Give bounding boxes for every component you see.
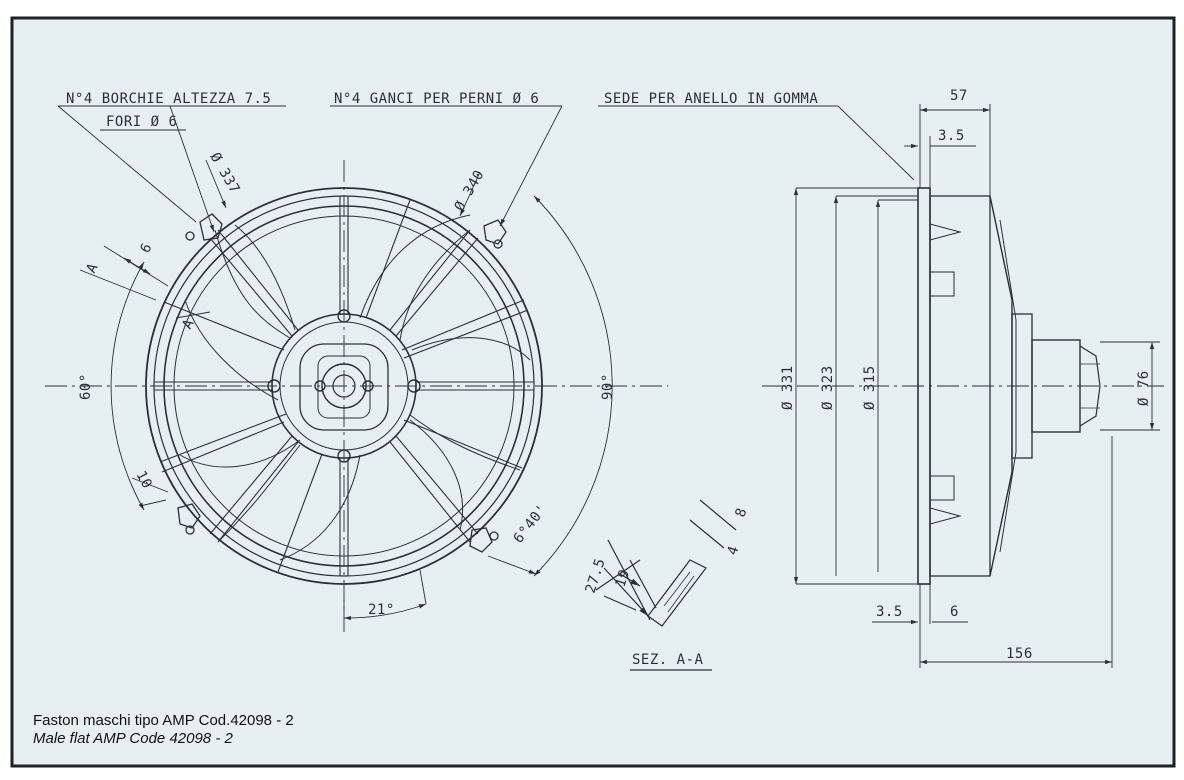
note-bosses: N°4 BORCHIE ALTEZZA 7.5 [66,91,271,107]
side-view-dimensions [598,104,1160,668]
dim-57: 57 [950,88,968,104]
fan-side-view [762,187,1164,585]
angle-21: 21° [368,602,395,618]
caption-english: Male flat AMP Code 42098 - 2 [33,730,233,747]
note-hooks: N°4 GANCI PER PERNI Ø 6 [334,91,539,107]
dim-19: 19 [613,567,634,589]
angle-90: 90° [600,373,616,400]
section-a-a [595,499,737,671]
angle-60: 60° [78,373,94,400]
dim-6-bottom: 6 [950,604,959,620]
caption-italian: Faston maschi tipo AMP Cod.42098 - 2 [33,712,294,729]
note-seat: SEDE PER ANELLO IN GOMMA [604,91,818,107]
drawing-frame [10,16,1176,768]
dim-dia-323: Ø 323 [820,365,836,410]
note-holes: FORI Ø 6 [106,114,177,130]
dim-10-front: 10 [132,468,155,491]
dim-3-5-top: 3.5 [938,128,965,144]
dim-3-5-bottom: 3.5 [876,604,903,620]
fan-front-view [45,160,668,610]
front-view-dimensions [57,105,613,632]
outer-shroud-ring [145,187,543,585]
dim-156: 156 [1006,646,1033,662]
dim-dia-331: Ø 331 [780,365,796,410]
section-title: SEZ. A-A [632,652,704,668]
dim-dia-76: Ø 76 [1136,370,1152,406]
motor-hub [271,313,417,459]
dim-dia-315: Ø 315 [862,365,878,410]
